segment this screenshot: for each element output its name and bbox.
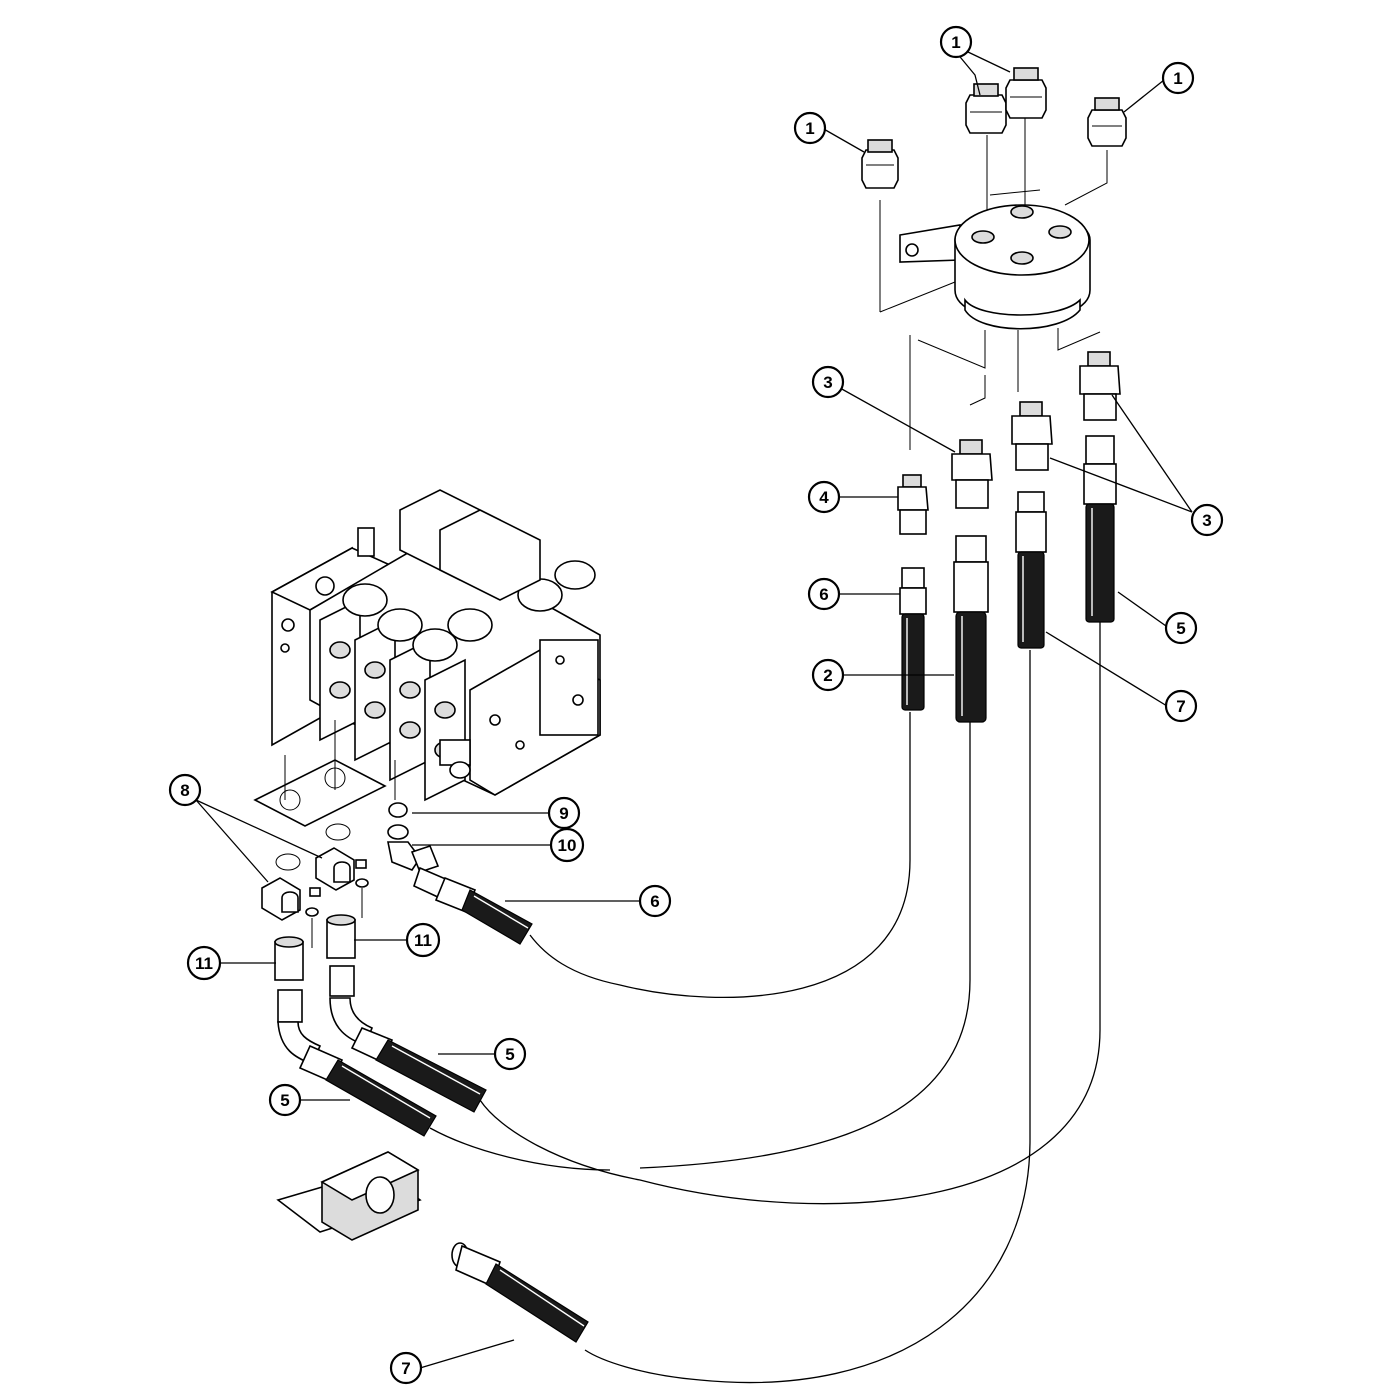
leader-lines [195, 51, 1193, 1369]
callout-9: 9 [547, 796, 581, 830]
callout-6a-label: 6 [819, 585, 828, 604]
callout-7a-label: 7 [1176, 697, 1185, 716]
callout-11b-label: 11 [195, 954, 213, 973]
flange-fitting-11-right [326, 914, 356, 997]
callout-5b-label: 5 [505, 1045, 514, 1064]
gasket-plate [253, 720, 396, 827]
callout-5a-label: 5 [1176, 619, 1185, 638]
callout-4-label: 4 [819, 488, 829, 507]
callout-7a: 7 [1164, 689, 1198, 723]
callout-5b: 5 [493, 1037, 527, 1071]
split-flange-clamp-left [261, 853, 321, 948]
callout-5c-label: 5 [280, 1091, 289, 1110]
callout-5c: 5 [268, 1083, 302, 1117]
callout-11b: 11 [186, 945, 222, 981]
callout-10: 10 [549, 827, 585, 863]
hose-mount-bracket [276, 1151, 422, 1241]
hose-5-vertical [1083, 435, 1117, 623]
hose-7-vertical [1015, 491, 1047, 649]
callout-7b-label: 7 [401, 1359, 410, 1378]
callout-7b: 7 [389, 1351, 423, 1385]
callout-9-label: 9 [559, 804, 568, 823]
callout-10-label: 10 [558, 836, 577, 855]
callout-6a: 6 [807, 577, 841, 611]
callout-5a: 5 [1164, 611, 1198, 645]
adapter-4 [897, 474, 929, 535]
callout-2: 2 [811, 658, 845, 692]
callout-1a: 1 [793, 111, 827, 145]
callout-1a-label: 1 [805, 119, 814, 138]
callout-3a-label: 3 [823, 373, 832, 392]
adapter-3c [1079, 351, 1121, 421]
flange-fitting-11-left [274, 936, 304, 1023]
control-valve-bank [270, 489, 601, 802]
hose-6-vertical [899, 567, 927, 711]
adapter-3a [951, 439, 993, 509]
callout-11a-label: 11 [414, 931, 432, 950]
hose-7-lower [451, 1242, 589, 1343]
callout-3b-label: 3 [1202, 511, 1211, 530]
callout-1c: 1 [1161, 61, 1195, 95]
hose-routing-lines [429, 118, 1108, 1384]
adapter-3b [1011, 401, 1053, 471]
hose-2-vertical [953, 535, 989, 723]
callout-8-label: 8 [180, 781, 189, 800]
callout-3a: 3 [811, 365, 845, 399]
hose-6-lower [413, 866, 533, 945]
fitting-1d [1087, 97, 1127, 147]
fitting-1c [1005, 67, 1047, 119]
callout-4: 4 [807, 480, 841, 514]
manifold-swivel-block [899, 189, 1091, 330]
split-flange-clamp-right [315, 823, 369, 918]
callout-11a: 11 [405, 922, 441, 958]
callout-2-label: 2 [823, 666, 832, 685]
callout-3b: 3 [1190, 503, 1224, 537]
callout-1b: 1 [939, 25, 973, 59]
callout-1b-label: 1 [951, 33, 960, 52]
hose-5-upper-lower [329, 997, 487, 1113]
callout-8: 8 [168, 773, 202, 807]
fitting-1b [965, 83, 1007, 134]
callout-6b: 6 [638, 884, 672, 918]
fitting-1a [861, 139, 899, 189]
callout-6b-label: 6 [650, 892, 659, 911]
elbow-fittings-9-10 [387, 802, 440, 873]
hose-5-lower-lower [277, 1021, 437, 1137]
callout-1c-label: 1 [1173, 69, 1182, 88]
